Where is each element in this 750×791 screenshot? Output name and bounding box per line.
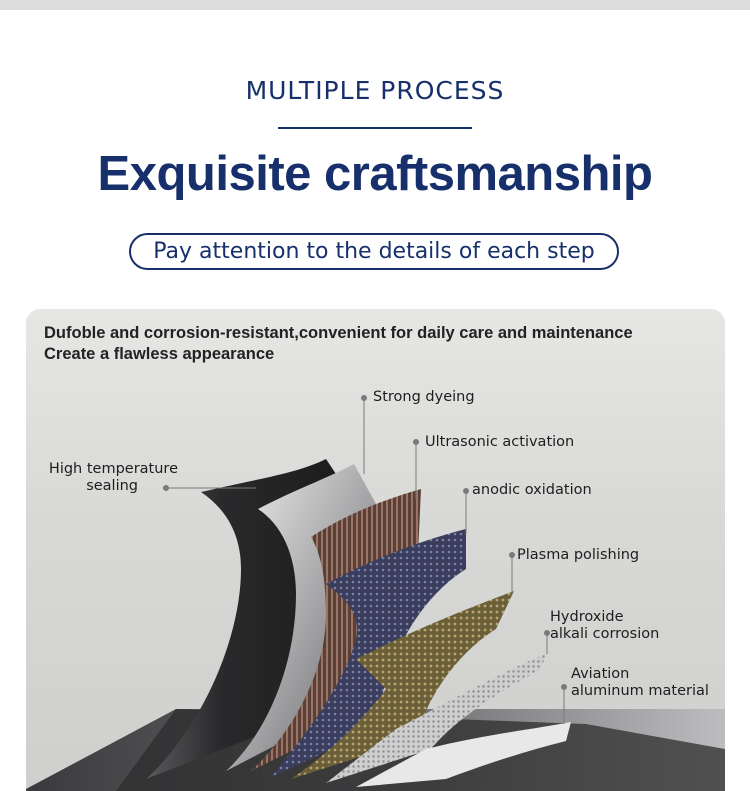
tagline-pill: Pay attention to the details of each ste… [129,233,619,270]
section-headline: Exquisite craftsmanship [97,147,653,201]
label-high-temperature-line2: sealing [86,478,138,494]
label-ultrasonic-activation: Ultrasonic activation [425,434,575,450]
label-high-temperature-line1: High temperature [48,461,178,477]
process-illustration-panel: Dufoble and corrosion-resistant,convenie… [26,309,725,791]
layered-material-illustration [26,395,725,791]
label-hydroxide-line2: alkali corrosion [550,626,660,642]
label-plasma-polishing: Plasma polishing [517,547,640,563]
label-high-temperature: High temperature sealing [46,461,178,495]
label-aviation-line2: aluminum material [571,683,709,699]
label-hydroxide-line1: Hydroxide [550,609,624,625]
polishing-layer [291,591,514,779]
label-hydroxide-alkali-corrosion: Hydroxide alkali corrosion [550,609,659,643]
panel-headline-1: Dufoble and corrosion-resistant,convenie… [44,324,633,342]
label-aviation-line1: Aviation [571,666,630,682]
top-divider-bar [0,0,750,10]
panel-headline-2: Create a flawless appearance [44,345,275,363]
kicker-underline [278,127,472,129]
aluminum-layer [356,722,571,787]
label-strong-dyeing: Strong dyeing [373,389,475,405]
label-anodic-oxidation: anodic oxidation [472,482,592,498]
label-aviation-aluminum: Aviation aluminum material [571,666,709,700]
section-kicker: MULTIPLE PROCESS [245,76,505,105]
corrosion-layer [326,654,546,783]
